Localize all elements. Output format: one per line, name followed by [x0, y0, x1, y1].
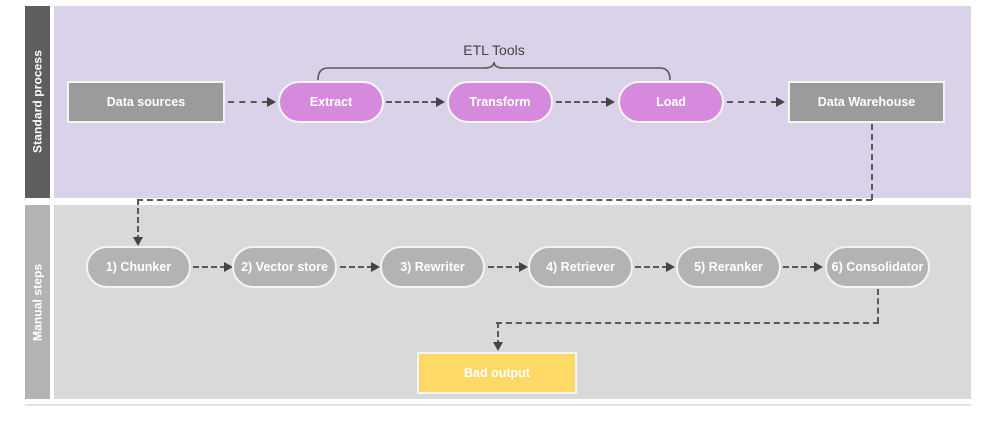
node-bad-output[interactable]: Bad output — [417, 352, 577, 394]
node-label: 1) Chunker — [105, 259, 172, 274]
connector-rail-to-chunker — [137, 199, 139, 241]
node-label: 2) Vector store — [241, 259, 328, 274]
arrowhead-transform — [436, 97, 445, 107]
connector-rail-to-bad-output — [497, 322, 499, 346]
node-rewriter[interactable]: 3) Rewriter — [380, 246, 485, 288]
arrowhead-vector-store — [224, 262, 233, 272]
lane-label-standard-process: Standard process — [25, 6, 50, 198]
connector-load-to-data-warehouse — [727, 101, 777, 103]
arrowhead-reranker — [666, 262, 675, 272]
node-chunker[interactable]: 1) Chunker — [86, 246, 191, 288]
node-label: Bad output — [464, 365, 530, 380]
node-reranker[interactable]: 5) Reranker — [676, 246, 781, 288]
node-label: 3) Rewriter — [400, 259, 465, 274]
node-extract[interactable]: Extract — [278, 81, 384, 123]
node-label: Data sources — [106, 94, 186, 109]
node-label: 5) Reranker — [694, 259, 763, 274]
arrowhead-chunker — [133, 237, 143, 246]
connector-consolidator-to-bad-output-rail — [496, 322, 879, 324]
connector-transform-to-load — [556, 101, 607, 103]
arrowhead-retriever — [519, 262, 528, 272]
connector-chunker-to-vector-store — [193, 266, 226, 268]
connector-data-warehouse-to-rail — [871, 124, 873, 200]
node-vector-store[interactable]: 2) Vector store — [232, 246, 337, 288]
connector-retriever-to-reranker — [635, 266, 668, 268]
etl-tools-bracket-icon — [317, 61, 671, 81]
node-label: Data Warehouse — [817, 94, 916, 109]
connector-extract-to-transform — [386, 101, 437, 103]
connector-reranker-to-consolidator — [783, 266, 816, 268]
node-data-warehouse[interactable]: Data Warehouse — [788, 81, 945, 123]
node-load[interactable]: Load — [618, 81, 724, 123]
node-label: 6) Consolidator — [831, 259, 924, 274]
node-data-sources[interactable]: Data sources — [67, 81, 225, 123]
node-transform[interactable]: Transform — [447, 81, 553, 123]
node-label: Extract — [309, 94, 353, 109]
arrowhead-load — [606, 97, 615, 107]
arrowhead-data-warehouse — [776, 97, 785, 107]
node-label: 4) Retriever — [546, 259, 615, 274]
connector-lane-rail — [137, 199, 872, 201]
etl-tools-label: ETL Tools — [463, 42, 525, 58]
arrowhead-consolidator — [814, 262, 823, 272]
connector-vector-store-to-rewriter — [340, 266, 373, 268]
lane-label-manual-steps: Manual steps — [25, 205, 50, 399]
connector-rewriter-to-retriever — [488, 266, 521, 268]
arrowhead-extract — [267, 97, 276, 107]
node-label: Load — [656, 94, 686, 109]
arrowhead-bad-output — [493, 342, 503, 351]
node-retriever[interactable]: 4) Retriever — [528, 246, 633, 288]
bottom-divider — [25, 404, 971, 406]
connector-data-sources-to-extract — [228, 101, 268, 103]
node-label: Transform — [469, 94, 531, 109]
arrowhead-rewriter — [371, 262, 380, 272]
node-consolidator[interactable]: 6) Consolidator — [825, 246, 930, 288]
connector-consolidator-down — [877, 289, 879, 323]
